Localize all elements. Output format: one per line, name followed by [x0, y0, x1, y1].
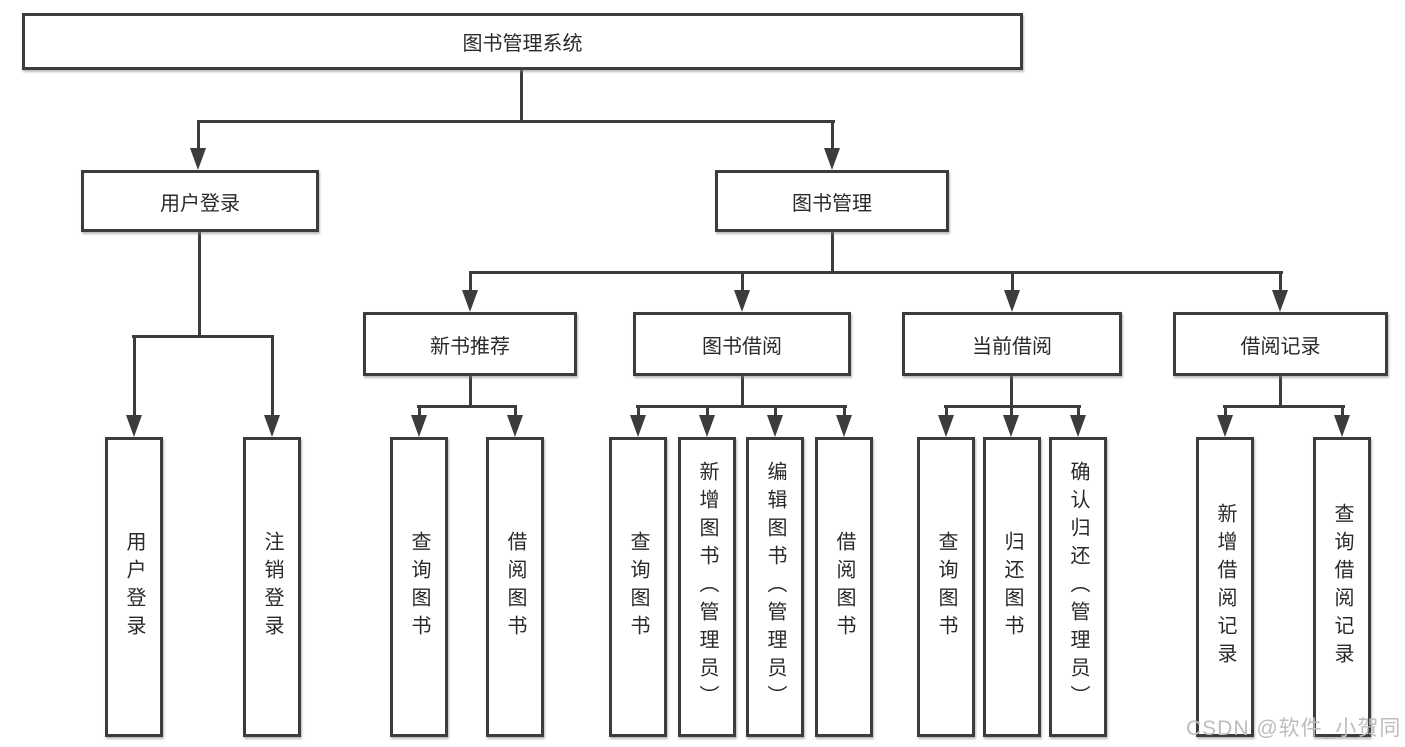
- leaf-current-confirm-return-admin-label: 确认归还（管理员）: [1067, 461, 1089, 713]
- leaf-records-add-record: 新增借阅记录: [1196, 437, 1254, 737]
- arrowhead-current-confirm: [1070, 415, 1086, 437]
- node-book-borrowing: 图书借阅: [633, 312, 851, 376]
- leaf-user-login-label: 用户登录: [123, 531, 145, 643]
- arrowhead-current-borrowing: [1004, 290, 1020, 312]
- leaf-borrowing-query-books: 查询图书: [609, 437, 667, 737]
- arrowhead-user-login: [190, 148, 206, 170]
- node-current-borrowing-label: 当前借阅: [972, 335, 1052, 358]
- connector-current-drop-2: [1010, 405, 1013, 417]
- node-book-management-label: 图书管理: [792, 192, 872, 215]
- leaf-current-query-books: 查询图书: [917, 437, 975, 737]
- connector-current-drop-1: [945, 405, 948, 417]
- connector-borrowing-drop-4: [843, 405, 846, 417]
- connector-login-drop-2: [271, 335, 274, 417]
- arrowhead-borrowing-edit: [767, 415, 783, 437]
- node-user-login-label: 用户登录: [160, 192, 240, 215]
- node-book-management: 图书管理: [715, 170, 949, 232]
- leaf-current-confirm-return-admin: 确认归还（管理员）: [1049, 437, 1107, 737]
- arrowhead-leaf-logout: [264, 415, 280, 437]
- leaf-recommend-borrow-books: 借阅图书: [486, 437, 544, 737]
- connector-root-stem: [520, 68, 523, 123]
- node-borrow-records: 借阅记录: [1173, 312, 1388, 376]
- leaf-current-return-books-label: 归还图书: [1001, 531, 1023, 643]
- leaf-current-return-books: 归还图书: [983, 437, 1041, 737]
- connector-records-stem: [1279, 376, 1282, 408]
- leaf-borrowing-add-books-admin-label: 新增图书（管理员）: [696, 461, 718, 713]
- node-borrow-records-label: 借阅记录: [1240, 335, 1321, 358]
- connector-root-bar: [197, 120, 835, 123]
- leaf-borrowing-edit-books-admin: 编辑图书（管理员）: [746, 437, 804, 737]
- leaf-borrowing-edit-books-admin-label: 编辑图书（管理员）: [764, 461, 786, 713]
- node-user-login: 用户登录: [81, 170, 319, 232]
- connector-borrowing-stem: [741, 376, 744, 408]
- csdn-watermark: CSDN @软件_小贺同学: [1186, 717, 1402, 740]
- arrowhead-book-management: [824, 148, 840, 170]
- connector-borrowing-drop-1: [637, 405, 640, 417]
- connector-root-drop-right: [831, 120, 834, 150]
- arrowhead-recommend-query: [411, 415, 427, 437]
- node-library-system: 图书管理系统: [22, 13, 1023, 70]
- leaf-borrowing-add-books-admin: 新增图书（管理员）: [678, 437, 736, 737]
- node-current-borrowing: 当前借阅: [902, 312, 1122, 376]
- connector-mgmt-drop-3: [1011, 271, 1014, 292]
- connector-mgmt-drop-1: [469, 271, 472, 292]
- connector-recommend-drop-2: [514, 405, 517, 417]
- arrowhead-new-book-recommend: [462, 290, 478, 312]
- arrowhead-leaf-user-login: [126, 415, 142, 437]
- leaf-borrowing-borrow-books-label: 借阅图书: [833, 531, 855, 643]
- node-new-book-recommend-label: 新书推荐: [430, 335, 510, 358]
- arrowhead-book-borrowing: [734, 290, 750, 312]
- arrowhead-recommend-borrow: [507, 415, 523, 437]
- arrowhead-records-query: [1334, 415, 1350, 437]
- connector-recommend-bar: [417, 405, 517, 408]
- connector-recommend-drop-1: [418, 405, 421, 417]
- leaf-borrowing-borrow-books: 借阅图书: [815, 437, 873, 737]
- node-book-borrowing-label: 图书借阅: [702, 335, 782, 358]
- connector-recommend-stem: [469, 376, 472, 408]
- connector-login-stem: [198, 232, 201, 338]
- connector-mgmt-bar: [469, 271, 1283, 274]
- connector-records-drop-1: [1224, 405, 1227, 417]
- connector-current-drop-3: [1077, 405, 1080, 417]
- connector-borrowing-drop-2: [706, 405, 709, 417]
- leaf-records-query-record: 查询借阅记录: [1313, 437, 1371, 737]
- connector-mgmt-drop-2: [741, 271, 744, 292]
- leaf-logout-label: 注销登录: [261, 531, 283, 643]
- leaf-recommend-query-books: 查询图书: [390, 437, 448, 737]
- leaf-recommend-query-books-label: 查询图书: [408, 531, 430, 643]
- connector-borrowing-bar: [636, 405, 847, 408]
- arrowhead-borrow-records: [1272, 290, 1288, 312]
- connector-root-drop-left: [197, 120, 200, 150]
- leaf-logout: 注销登录: [243, 437, 301, 737]
- arrowhead-current-query: [938, 415, 954, 437]
- connector-current-stem: [1010, 376, 1013, 408]
- arrowhead-borrowing-add: [699, 415, 715, 437]
- connector-records-drop-2: [1341, 405, 1344, 417]
- leaf-current-query-books-label: 查询图书: [935, 531, 957, 643]
- connector-login-bar: [132, 335, 274, 338]
- leaf-recommend-borrow-books-label: 借阅图书: [504, 531, 526, 643]
- connector-borrowing-drop-3: [774, 405, 777, 417]
- arrowhead-current-return: [1003, 415, 1019, 437]
- connector-mgmt-stem: [831, 232, 834, 274]
- node-new-book-recommend: 新书推荐: [363, 312, 577, 376]
- leaf-records-query-record-label: 查询借阅记录: [1331, 503, 1353, 671]
- connector-records-bar: [1223, 405, 1345, 408]
- node-library-system-label: 图书管理系统: [462, 33, 583, 55]
- leaf-records-add-record-label: 新增借阅记录: [1214, 503, 1236, 671]
- connector-mgmt-drop-4: [1279, 271, 1282, 292]
- connector-login-drop-1: [133, 335, 136, 417]
- arrowhead-borrowing-query: [630, 415, 646, 437]
- leaf-borrowing-query-books-label: 查询图书: [627, 531, 649, 643]
- leaf-user-login: 用户登录: [105, 437, 163, 737]
- arrowhead-records-add: [1217, 415, 1233, 437]
- arrowhead-borrowing-borrow: [836, 415, 852, 437]
